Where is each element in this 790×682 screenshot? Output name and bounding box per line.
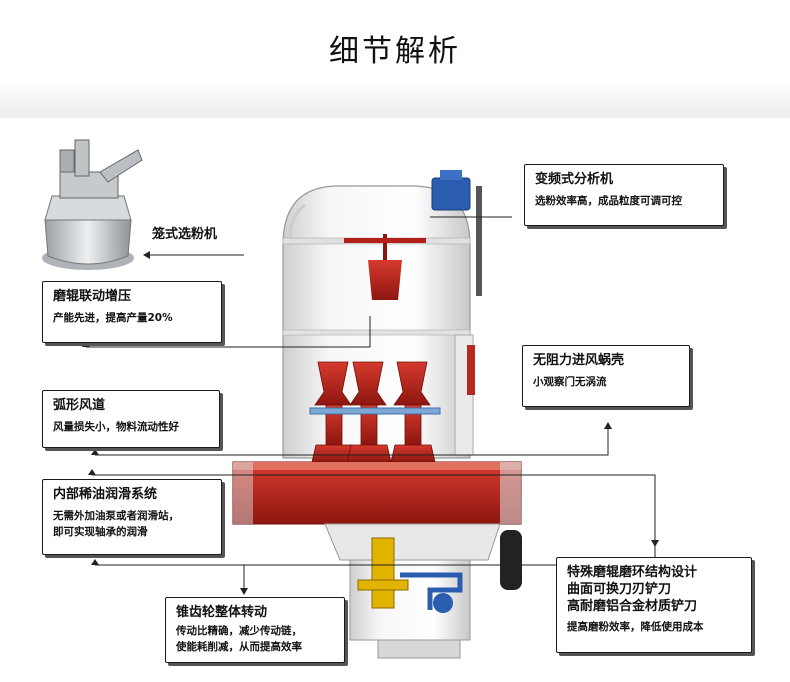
callout-subtitle: 小观察门无涡流 xyxy=(533,376,607,388)
title-band xyxy=(0,0,790,118)
callout-subtitle: 提高磨粉效率，降低使用成本 xyxy=(567,621,704,633)
callout-title: 无阻力进风蜗壳 xyxy=(533,353,625,368)
roller-crossbar xyxy=(309,407,441,415)
callout-line1: 特殊磨辊磨环结构设计 xyxy=(567,565,698,580)
callout-title: 内部稀油润滑系统 xyxy=(53,487,158,502)
cage-separator-image xyxy=(42,139,143,270)
drive-section xyxy=(324,523,522,659)
analyzer-assembly xyxy=(344,170,482,300)
callout-title: 磨辊联动增压 xyxy=(53,289,132,304)
callout-title: 变频式分析机 xyxy=(535,172,614,187)
callout-title: 弧形风道 xyxy=(53,398,106,413)
callout-no-resistance: 无阻力进风蜗壳 小观察门无涡流 xyxy=(522,345,690,407)
callout-subtitle-line2: 使能耗削减，从而提高效率 xyxy=(176,641,302,653)
callout-roller-pressure: 磨辊联动增压 产能先进，提高产量20% xyxy=(42,281,222,343)
callout-title: 锥齿轮整体转动 xyxy=(176,605,268,620)
callout-subtitle: 风量损失小，物料流动性好 xyxy=(53,421,179,433)
mill-body xyxy=(282,185,475,459)
grinding-ring-base xyxy=(232,461,522,525)
callout-subtitle-line1: 传动比精确，减少传动链， xyxy=(176,625,302,637)
callout-freq-analyzer: 变频式分析机 选粉效率高，成品粒度可调可控 xyxy=(524,164,724,226)
callout-line2: 曲面可换刀刃铲刀 xyxy=(567,582,672,597)
grinding-rollers xyxy=(311,361,436,463)
callout-special-roller: 特殊磨辊磨环结构设计 曲面可换刀刃铲刀 高耐磨铝合金材质铲刀 提高磨粉效率，降低… xyxy=(556,557,752,653)
callout-subtitle: 选粉效率高，成品粒度可调可控 xyxy=(535,195,682,207)
page-title: 细节解析 xyxy=(329,34,461,69)
callout-subtitle: 产能先进，提高产量20% xyxy=(53,312,173,324)
callout-arc-duct: 弧形风道 风量损失小，物料流动性好 xyxy=(42,390,220,448)
callout-subtitle-line2: 即可实现轴承的润滑 xyxy=(53,526,148,538)
leader-arrowheads xyxy=(82,251,659,595)
cage-separator-label: 笼式选粉机 xyxy=(152,227,218,242)
callout-bevel-gear: 锥齿轮整体转动 传动比精确，减少传动链， 使能耗削减，从而提高效率 xyxy=(165,597,345,663)
leader-lines xyxy=(86,216,656,588)
callout-lubrication: 内部稀油润滑系统 无需外加油泵或者润滑站， 即可实现轴承的润滑 xyxy=(42,479,222,555)
callout-subtitle-line1: 无需外加油泵或者润滑站， xyxy=(53,510,179,522)
callout-line3: 高耐磨铝合金材质铲刀 xyxy=(567,599,698,614)
